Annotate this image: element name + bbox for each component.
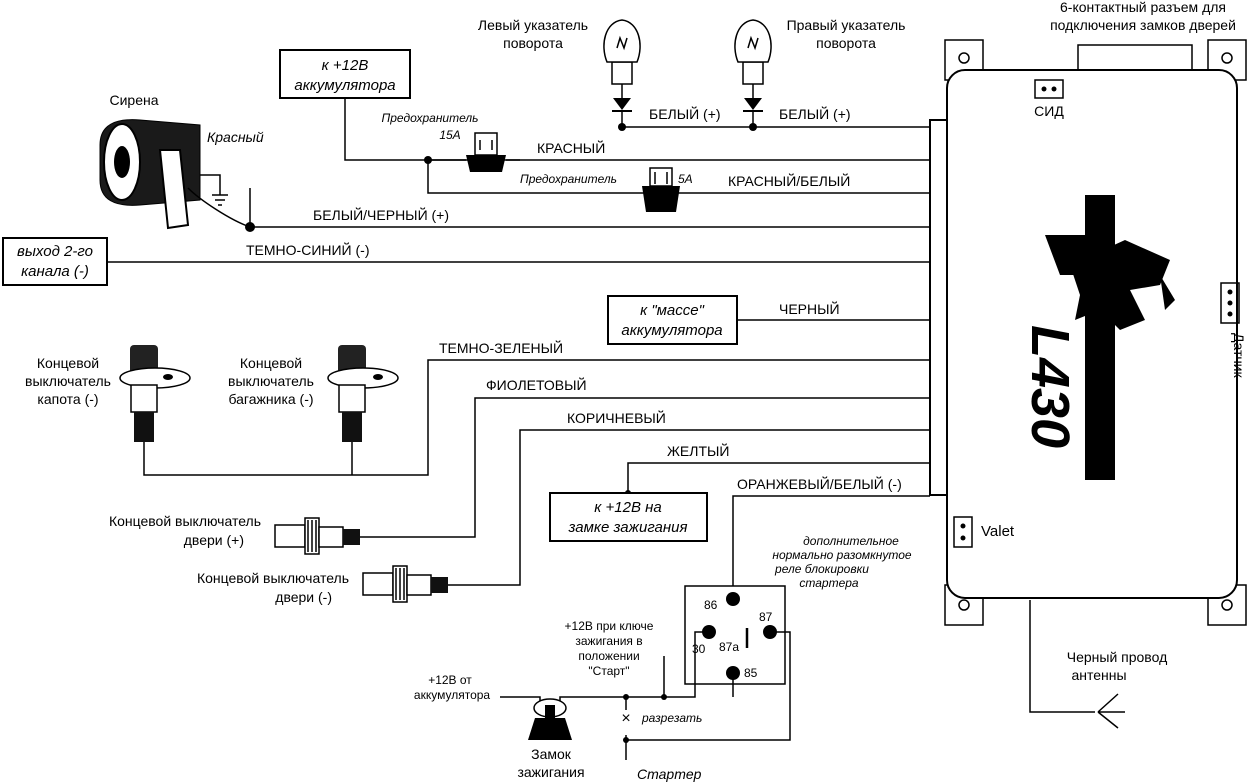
trunk-switch-icon bbox=[327, 345, 399, 450]
relay-pin-30: 30 bbox=[692, 642, 706, 656]
ground-box-line1: к "массе" bbox=[640, 302, 705, 319]
door-plus-label-1: Концевой выключатель bbox=[109, 513, 261, 529]
ignition-lock-label-2: зажигания bbox=[517, 764, 584, 780]
siren-label: Сирена bbox=[109, 92, 158, 108]
led-label: СИД bbox=[1034, 103, 1064, 119]
left-turn-label-1: Левый указатель bbox=[478, 17, 588, 33]
start-note-2: зажигания в bbox=[575, 634, 642, 648]
wire-dark-green-label: ТЕМНО-ЗЕЛЕНЫЙ bbox=[439, 339, 563, 356]
sensor-label: Датчик bbox=[1231, 333, 1247, 378]
right-turn-label-1: Правый указатель bbox=[787, 17, 906, 33]
left-turn-label-2: поворота bbox=[503, 35, 563, 51]
alarm-unit: L430 bbox=[929, 39, 1247, 626]
ignition-lock-icon bbox=[528, 698, 572, 740]
left-turn-bulb-icon bbox=[603, 19, 641, 112]
channel2-box-line2: канала (-) bbox=[21, 263, 89, 280]
channel2-box-line1: выход 2-го bbox=[17, 243, 93, 260]
starter-label: Стартер bbox=[637, 766, 702, 782]
fuse15-label-1: Предохранитель bbox=[382, 111, 479, 125]
start-note-3: положении bbox=[578, 649, 639, 663]
battery-box-line2: аккумулятора bbox=[294, 77, 395, 94]
wire-brown-label: КОРИЧНЕВЫЙ bbox=[567, 409, 666, 426]
battery-ign-label-2: аккумулятора bbox=[414, 688, 491, 702]
model-label: L430 bbox=[1020, 325, 1080, 448]
wire-orange-white-label: ОРАНЖЕВЫЙ/БЕЛЫЙ (-) bbox=[737, 475, 902, 492]
relay-pin-87: 87 bbox=[759, 610, 773, 624]
top-connector-label-1: 6-контактный разъем для bbox=[1060, 0, 1226, 15]
wire-violet-label: ФИОЛЕТОВЫЙ bbox=[486, 376, 587, 393]
door-minus-switch-icon bbox=[362, 565, 448, 603]
ignition-box-line1: к +12В на bbox=[594, 499, 661, 516]
cut-mark: × bbox=[621, 710, 630, 727]
relay-wiring bbox=[500, 631, 791, 760]
led-connector-icon bbox=[1034, 79, 1064, 99]
wire-black-label: ЧЕРНЫЙ bbox=[779, 300, 840, 317]
wire-white-left-label: БЕЛЫЙ (+) bbox=[649, 105, 721, 122]
channel2-box bbox=[2, 237, 108, 286]
top-connector-label-2: подключения замков дверей bbox=[1050, 17, 1236, 33]
door-plus-label-2: двери (+) bbox=[184, 532, 244, 548]
fuse15-label-2: 15А bbox=[439, 128, 460, 142]
ignition-box-line2: замке зажигания bbox=[567, 519, 687, 536]
siren-icon bbox=[99, 119, 251, 230]
relay-note-1: дополнительное bbox=[803, 534, 899, 548]
sensor-connector-icon bbox=[1220, 282, 1240, 324]
valet-label: Valet bbox=[981, 523, 1015, 540]
battery-ign-label-1: +12В от bbox=[428, 673, 472, 687]
wire-red-white-label: КРАСНЫЙ/БЕЛЫЙ bbox=[728, 172, 850, 189]
start-note-4: "Старт" bbox=[588, 664, 629, 678]
hood-switch-label-3: капота (-) bbox=[37, 391, 98, 407]
relay-pin-85: 85 bbox=[744, 666, 758, 680]
trunk-switch-label-2: выключатель bbox=[228, 373, 314, 389]
cut-label: разрезать bbox=[641, 711, 702, 725]
relay-note-3: реле блокировки bbox=[774, 562, 869, 576]
battery-box bbox=[279, 49, 411, 99]
wire-dark-blue-label: ТЕМНО-СИНИЙ (-) bbox=[246, 241, 370, 258]
fuse5-label: Предохранитель bbox=[520, 172, 617, 186]
siren-wire-label: Красный bbox=[207, 129, 264, 145]
relay-pin-87a: 87а bbox=[719, 640, 739, 654]
fuse-5a-icon bbox=[642, 167, 680, 212]
valet-connector-icon bbox=[953, 516, 973, 548]
alligator-logo-icon bbox=[1045, 195, 1175, 480]
ground-box bbox=[607, 295, 738, 345]
ignition-lock-label-1: Замок bbox=[531, 746, 572, 762]
fuse5-value: 5А bbox=[678, 172, 693, 186]
door-minus-label-1: Концевой выключатель bbox=[197, 570, 349, 586]
start-note-1: +12В при ключе bbox=[565, 619, 654, 633]
hood-switch-label-1: Концевой bbox=[37, 355, 99, 371]
fuse-15a-icon bbox=[428, 132, 520, 172]
right-turn-bulb-icon bbox=[734, 19, 772, 112]
antenna-label-1: Черный провод bbox=[1067, 649, 1168, 665]
hood-switch-label-2: выключатель bbox=[25, 373, 111, 389]
wire-red-label: КРАСНЫЙ bbox=[537, 139, 605, 156]
wire-white-black-label: БЕЛЫЙ/ЧЕРНЫЙ (+) bbox=[313, 206, 449, 223]
door-minus-label-2: двери (-) bbox=[275, 589, 332, 605]
relay-pin-86: 86 bbox=[704, 598, 718, 612]
trunk-switch-label-1: Концевой bbox=[240, 355, 302, 371]
wire-white-right-label: БЕЛЫЙ (+) bbox=[779, 105, 851, 122]
trunk-switch-label-3: багажника (-) bbox=[228, 391, 313, 407]
ground-box-line2: аккумулятора bbox=[621, 322, 722, 339]
wire-yellow-label: ЖЕЛТЫЙ bbox=[667, 442, 729, 459]
starter-relay bbox=[684, 585, 786, 685]
antenna-label-2: антенны bbox=[1071, 667, 1126, 683]
battery-box-line1: к +12В bbox=[322, 57, 369, 74]
relay-note-2: нормально разомкнутое bbox=[772, 548, 912, 562]
relay-note-4: стартера bbox=[799, 576, 859, 590]
right-turn-label-2: поворота bbox=[816, 35, 876, 51]
door-plus-switch-icon bbox=[274, 517, 360, 555]
ignition-box bbox=[549, 492, 708, 542]
hood-switch-icon bbox=[119, 345, 191, 450]
